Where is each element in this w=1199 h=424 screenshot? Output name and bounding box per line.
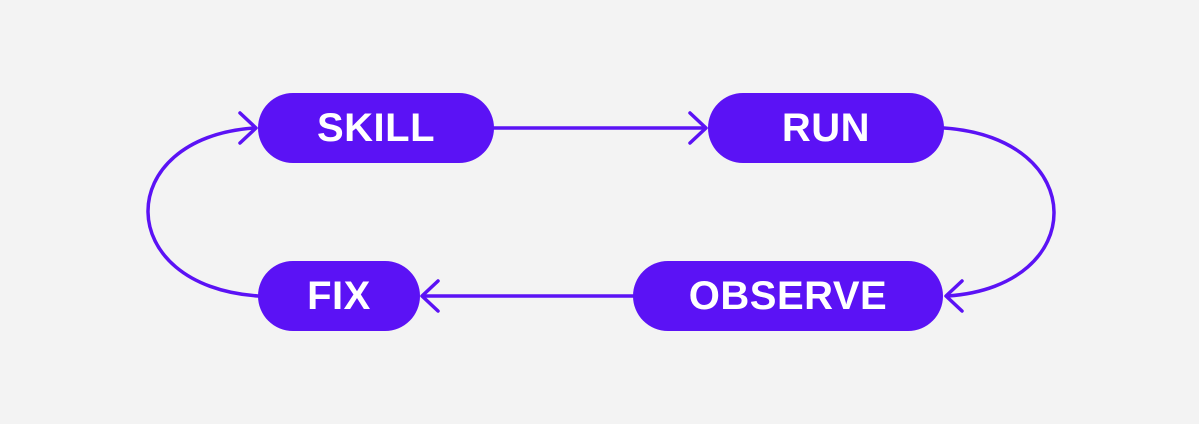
node-fix-label: FIX: [307, 273, 371, 318]
arrowhead-skill-icon: [238, 111, 258, 145]
arrowhead-observe-icon: [944, 279, 964, 313]
edge-fix-to-skill: [146, 126, 260, 298]
arrowhead-fix-icon: [420, 279, 440, 313]
node-skill: SKILL: [258, 93, 494, 163]
edge-run-to-observe: [942, 126, 1056, 298]
node-fix: FIX: [258, 261, 420, 331]
node-skill-label: SKILL: [316, 105, 436, 150]
node-run-label: RUN: [781, 105, 871, 150]
node-observe: OBSERVE: [633, 261, 943, 331]
node-observe-label: OBSERVE: [688, 273, 888, 318]
node-run: RUN: [708, 93, 944, 163]
arrowhead-run-icon: [688, 111, 708, 145]
